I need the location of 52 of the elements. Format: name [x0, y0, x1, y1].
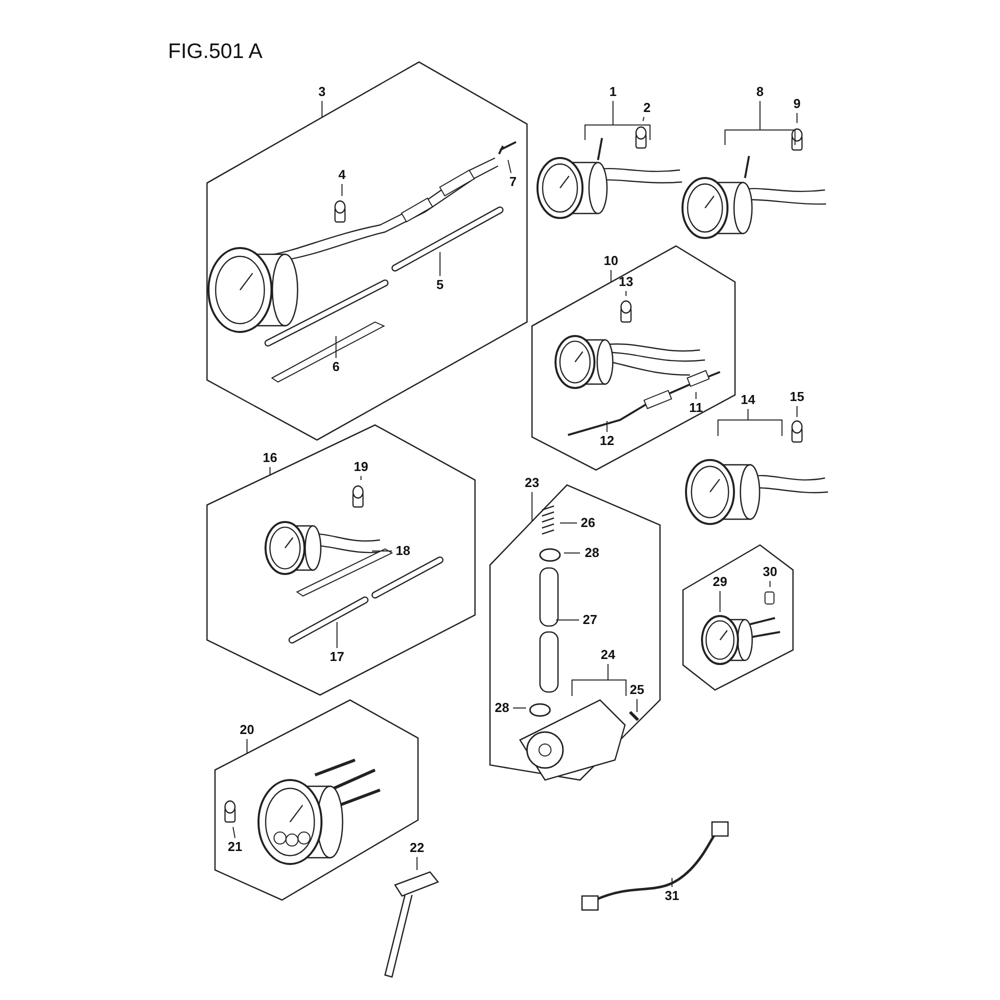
leader-line — [360, 476, 362, 480]
callout-number: 15 — [785, 390, 809, 403]
leader-line — [246, 738, 248, 754]
leader-line — [718, 408, 782, 436]
callout-number: 28 — [490, 701, 514, 714]
callout-number: 9 — [785, 97, 809, 110]
callout-number: 2 — [635, 101, 659, 114]
leader-line — [636, 698, 638, 712]
callout-number: 30 — [758, 565, 782, 578]
callout-number: 11 — [684, 401, 708, 414]
leader-line — [232, 826, 236, 838]
callout-number: 21 — [223, 840, 247, 853]
callout-number: 10 — [599, 254, 623, 267]
leader-line — [584, 100, 650, 140]
callout-number: 6 — [324, 360, 348, 373]
figure-title: FIG.501 A — [168, 39, 263, 65]
callout-number: 27 — [578, 613, 602, 626]
leader-line — [796, 406, 798, 418]
callout-number: 5 — [428, 278, 452, 291]
leader-line — [572, 664, 626, 696]
callout-number: 12 — [595, 434, 619, 447]
callout-number: 1 — [601, 85, 625, 98]
leader-line — [336, 622, 338, 648]
leader-line — [372, 550, 392, 552]
callout-number: 26 — [576, 516, 600, 529]
leader-line — [508, 160, 512, 174]
callout-number: 3 — [310, 85, 334, 98]
callout-number: 18 — [391, 544, 415, 557]
callout-number: 16 — [258, 451, 282, 464]
callout-number: 31 — [660, 889, 684, 902]
leader-line — [642, 116, 644, 122]
callout-number: 20 — [235, 723, 259, 736]
leader-line — [416, 856, 418, 870]
callout-number: 25 — [625, 683, 649, 696]
callout-number: 19 — [349, 460, 373, 473]
callout-number: 4 — [330, 168, 354, 181]
leader-line — [564, 552, 580, 554]
callout-number: 29 — [708, 575, 732, 588]
callout-number: 13 — [614, 275, 638, 288]
callout-number: 22 — [405, 841, 429, 854]
callout-number: 14 — [736, 393, 760, 406]
leader-line — [724, 100, 796, 146]
callout-number: 28 — [580, 546, 604, 559]
leader-line — [610, 270, 612, 283]
leader-line — [606, 420, 608, 432]
leader-line — [796, 112, 798, 124]
callout-number: 23 — [520, 476, 544, 489]
callout-number: 7 — [501, 175, 525, 188]
callout-number: 17 — [325, 650, 349, 663]
callout-number: 24 — [596, 648, 620, 661]
callout-number: 8 — [748, 85, 772, 98]
leader-line — [560, 522, 578, 524]
